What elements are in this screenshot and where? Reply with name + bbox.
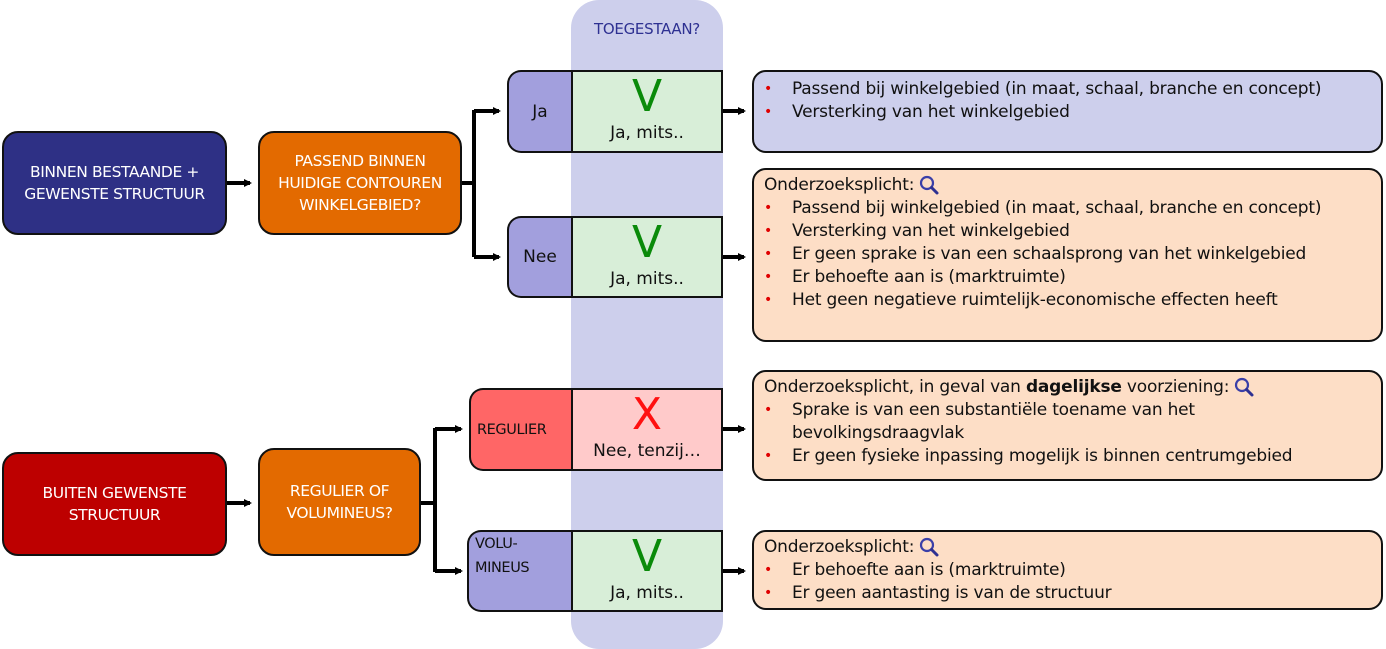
verdict-box-regulier: X Nee, tenzij… [571, 388, 723, 471]
start-box-buiten-structuur: BUITEN GEWENSTE STRUCTUUR [2, 452, 227, 556]
start-box-text: BUITEN GEWENSTE STRUCTUUR [42, 484, 187, 524]
branch-label-text: REGULIER [477, 421, 547, 438]
condition-item: •Er geen aantasting is van de structuur [764, 583, 1112, 603]
info-heading: Onderzoeksplicht: [764, 174, 1371, 197]
magnifier-icon [920, 175, 939, 195]
branch-label-nee: Nee [507, 216, 571, 298]
info-box-ja: •Passend bij winkelgebied (in maat, scha… [752, 70, 1383, 153]
condition-list: •Er geen fysieke inpassing mogelijk is b… [764, 445, 1371, 468]
branch-label-text: MINEUS [475, 560, 530, 576]
question-box-text: REGULIER OF VOLUMINEUS? [286, 482, 393, 522]
bullet-icon: • [764, 448, 773, 464]
condition-list: •Passend bij winkelgebied (in maat, scha… [764, 78, 1371, 124]
info-heading: Onderzoeksplicht, in geval van dagelijks… [764, 376, 1371, 399]
branch-label-volumineus: VOLU- MINEUS [467, 530, 571, 612]
info-heading: Onderzoeksplicht: [764, 536, 1371, 559]
verdict-box-nee: V Ja, mits.. [571, 216, 723, 298]
branch-label-text: Ja [532, 101, 548, 122]
verdict-box-ja: V Ja, mits.. [571, 70, 723, 153]
branch-label-text: Nee [523, 247, 557, 267]
bullet-icon: • [764, 402, 773, 418]
check-mark-icon: V [631, 531, 663, 582]
bullet-icon: • [764, 269, 773, 285]
bullet-icon: • [764, 223, 773, 239]
info-box-nee: Onderzoeksplicht: •Passend bij winkelgeb… [752, 168, 1383, 342]
condition-item: •Er geen fysieke inpassing mogelijk is b… [764, 446, 1293, 466]
condition-list: •Passend bij winkelgebied (in maat, scha… [764, 197, 1371, 312]
bullet-icon: • [764, 81, 773, 97]
question-box-passend: PASSEND BINNEN HUIDIGE CONTOUREN WINKELG… [258, 131, 462, 235]
check-mark-icon: V [631, 71, 663, 122]
condition-list: •Sprake is van een substantiële toename … [764, 399, 1371, 445]
condition-item: •Passend bij winkelgebied (in maat, scha… [764, 79, 1322, 99]
verdict-text: Ja, mits.. [610, 123, 684, 143]
magnifier-icon [1235, 377, 1254, 397]
bullet-icon: • [764, 562, 773, 578]
branch-label-regulier: REGULIER [469, 388, 571, 471]
bullet-icon: • [764, 200, 773, 216]
question-box-text: PASSEND BINNEN HUIDIGE CONTOUREN WINKELG… [278, 152, 442, 214]
check-mark-icon: V [631, 217, 663, 268]
verdict-box-volumineus: V Ja, mits.. [571, 530, 723, 612]
branch-label-text: VOLU- [475, 536, 518, 552]
verdict-text: Nee, tenzij… [593, 441, 701, 461]
bullet-icon: • [764, 292, 773, 308]
emphasis-dagelijkse: dagelijkse [1025, 377, 1122, 397]
bullet-icon: • [764, 246, 773, 262]
info-box-volumineus: Onderzoeksplicht: •Er behoefte aan is (m… [752, 530, 1383, 610]
info-box-regulier: Onderzoeksplicht, in geval van dagelijks… [752, 370, 1383, 481]
condition-item: •Er behoefte aan is (marktruimte) [764, 267, 1066, 287]
allowed-column-title: TOEGESTAAN? [594, 20, 700, 38]
verdict-text: Ja, mits.. [610, 269, 684, 289]
condition-item: •Er geen sprake is van een schaalsprong … [764, 244, 1307, 264]
cross-mark-icon: X [631, 389, 663, 440]
magnifier-icon [920, 537, 939, 557]
condition-item: •Het geen negatieve ruimtelijk-economisc… [764, 290, 1278, 310]
condition-item: •Sprake is van een substantiële toename … [764, 400, 1195, 443]
start-box-binnen-structuur: BINNEN BESTAANDE + GEWENSTE STRUCTUUR [2, 131, 227, 235]
start-box-text: BINNEN BESTAANDE + GEWENSTE STRUCTUUR [24, 163, 205, 203]
condition-item: •Passend bij winkelgebied (in maat, scha… [764, 198, 1322, 218]
branch-label-ja: Ja [507, 70, 571, 153]
condition-item: •Versterking van het winkelgebied [764, 102, 1070, 122]
condition-item: •Er behoefte aan is (marktruimte) [764, 560, 1066, 580]
question-box-regulier-volumineus: REGULIER OF VOLUMINEUS? [258, 448, 421, 556]
verdict-text: Ja, mits.. [610, 583, 684, 603]
bullet-icon: • [764, 104, 773, 120]
bullet-icon: • [764, 585, 773, 601]
condition-item: •Versterking van het winkelgebied [764, 221, 1070, 241]
condition-list: •Er behoefte aan is (marktruimte) •Er ge… [764, 559, 1371, 605]
